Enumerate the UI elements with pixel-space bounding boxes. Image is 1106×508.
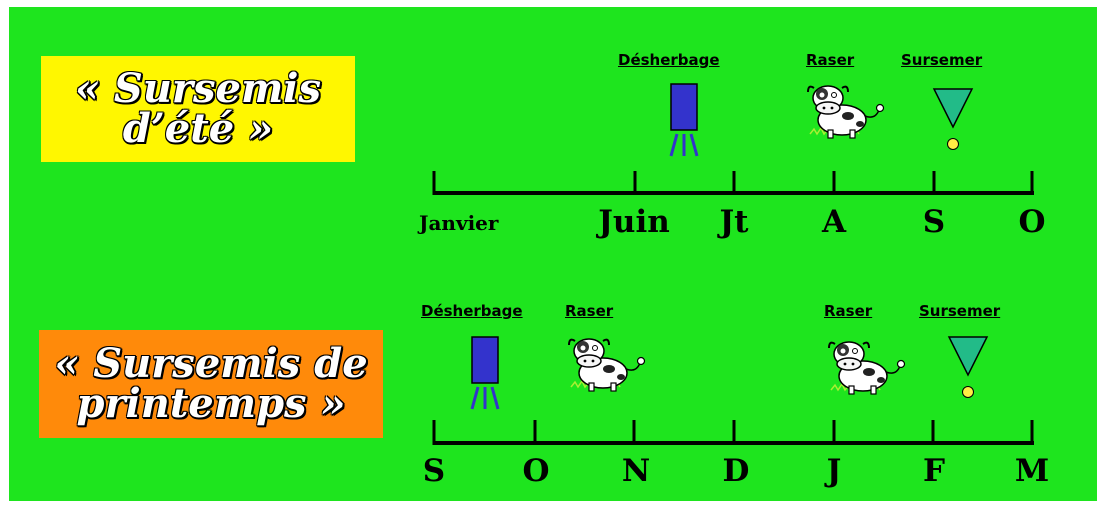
month-label: O bbox=[522, 453, 550, 489]
month-label: Jt bbox=[719, 204, 749, 240]
month-label: Janvier bbox=[419, 211, 499, 235]
herbicide-sprayer-icon bbox=[669, 82, 699, 158]
cow-icon bbox=[828, 341, 906, 395]
activity-desherbage: Désherbage bbox=[618, 51, 720, 69]
seed-sowing-icon bbox=[933, 88, 973, 151]
activity-sursemer: Sursemer bbox=[919, 302, 1001, 320]
month-label: F bbox=[922, 453, 945, 489]
title-ete-line2: d’été » bbox=[122, 105, 274, 152]
timeline-spring-axis bbox=[432, 420, 1034, 445]
title-printemps-line1: « Sursemis de bbox=[54, 340, 368, 387]
month-label: D bbox=[722, 453, 750, 489]
activity-desherbage: Désherbage bbox=[421, 302, 523, 320]
activity-raser: Raser bbox=[824, 302, 873, 320]
timeline-graphics bbox=[432, 82, 1034, 445]
activity-raser: Raser bbox=[565, 302, 614, 320]
cow-icon bbox=[807, 85, 885, 139]
cow-icon bbox=[568, 338, 646, 392]
title-ete-line1: « Sursemis bbox=[75, 65, 321, 112]
month-label: N bbox=[621, 453, 651, 489]
activity-raser: Raser bbox=[806, 51, 855, 69]
timeline-summer-axis bbox=[432, 171, 1034, 195]
month-label: Juin bbox=[598, 204, 670, 240]
herbicide-sprayer-icon bbox=[470, 335, 500, 411]
title-printemps-line2: printemps » bbox=[76, 380, 346, 427]
month-label: S bbox=[422, 453, 446, 489]
month-label: J bbox=[826, 453, 842, 489]
month-label: O bbox=[1018, 204, 1046, 240]
activity-sursemer: Sursemer bbox=[901, 51, 983, 69]
month-label: S bbox=[922, 204, 946, 240]
seed-sowing-icon bbox=[948, 336, 988, 399]
month-label: A bbox=[821, 204, 847, 240]
month-label: M bbox=[1014, 453, 1050, 489]
